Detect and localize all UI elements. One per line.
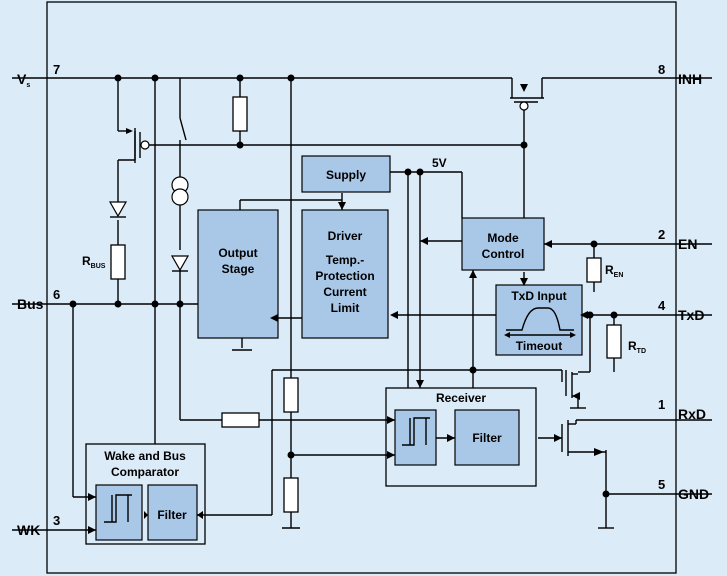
pin-rxd-label: RxD [678,406,706,422]
arrow-supply-to-receiver [416,380,424,388]
transistor-inh-pmos [510,78,544,111]
wake-filter-label: Filter [157,508,187,522]
block-schmitt-trigger-receiver [394,409,437,466]
resistor-r-td [606,324,622,359]
supply-voltage-label: 5V [432,156,447,170]
arrow-mode-to-driver [420,237,428,245]
block-driver [301,209,389,339]
arrow-wake-to-filter [144,511,148,519]
pin-en-label: EN [678,236,697,252]
receiver-title: Receiver [436,391,486,405]
mode-control-line1: Mode [487,231,519,245]
arrow-to-output-stage [270,314,278,322]
block-receiver-filter [454,409,520,466]
driver-line2: Protection [315,269,374,283]
driver-line4: Limit [331,301,360,315]
arrow-en-to-mode [544,240,552,248]
pin-txd-label: TxD [678,307,704,323]
pin-txd-number: 4 [658,298,666,313]
resistor-r-bus [110,244,126,280]
pin-gnd-number: 5 [658,477,665,492]
pin-inh-label: INH [678,71,702,87]
block-wake-comparator [85,443,206,545]
resistor-bus-divider-bottom [283,477,299,513]
pin-gnd-label: GND [678,486,709,502]
pin-vs-label: Vs [17,71,30,89]
schmitt-trigger-icon [402,417,430,446]
resistor-vs-rail [232,96,248,132]
block-receiver [385,387,537,487]
current-source [171,176,189,206]
output-stage-line2: Stage [222,262,255,276]
resistor-r-en [586,257,602,283]
arrow-receiver-in-top [387,416,395,424]
output-stage-line1: Output [218,246,257,260]
arrow-to-mode-control-txd [469,270,477,278]
block-schmitt-trigger-wake [95,484,143,541]
pin-wk-label: WK [17,522,40,538]
pin-bus-number: 6 [53,287,60,302]
wiring [12,77,712,531]
arrow-mode-to-txd [520,278,528,286]
resistor-receiver-input [221,412,260,428]
arrow-bus-to-wake [88,493,96,501]
wake-title-line1: Wake and Bus [104,449,186,463]
pin-wk-number: 3 [53,513,60,528]
transistor-rxd-nmos [561,420,606,456]
pin-vs-number: 7 [53,62,60,77]
pin-rxd-number: 1 [658,397,665,412]
receiver-filter-label: Filter [472,431,502,445]
block-output-stage [197,209,279,339]
driver-line1: Temp.- [326,253,364,267]
txd-input-footer: Timeout [516,339,562,353]
diode-current-source-branch [170,255,190,272]
arrow-to-txd-input [580,311,588,319]
junctions [69,74,618,498]
arrow-supply-to-driver [338,202,346,210]
block-supply [301,155,391,193]
resistor-bus-divider-top [283,377,299,413]
mode-control-line2: Control [482,247,525,261]
arrow-wk-to-wake [88,526,96,534]
block-wake-filter [147,484,198,541]
transistor-bus-pmos [126,128,150,163]
block-txd-input [495,284,583,356]
arrow-to-driver [390,311,398,319]
driver-line3: Current [323,285,366,299]
arrow-schmitt-wake [197,511,203,519]
r-bus-label: RBUS [82,254,106,270]
r-td-label: RTD [628,339,646,355]
arrow-to-receiver-filter [447,434,455,442]
transistor-txd-nmos [565,370,580,400]
diode-bus-branch [108,201,128,218]
driver-title: Driver [328,229,363,243]
timeout-pulse-icon [506,307,574,331]
pin-bus-label: Bus [17,296,44,312]
wake-title-line2: Comparator [111,465,179,479]
pin-inh-number: 8 [658,62,665,77]
pin-en-number: 2 [658,227,665,242]
txd-input-title: TxD Input [511,289,566,303]
chip-outline [46,1,677,574]
supply-label: Supply [326,168,366,182]
arrow-receiver-in [387,451,395,459]
arrow-receiver-out [554,434,562,442]
r-en-label: REN [605,263,623,279]
schmitt-trigger-icon [104,494,132,523]
